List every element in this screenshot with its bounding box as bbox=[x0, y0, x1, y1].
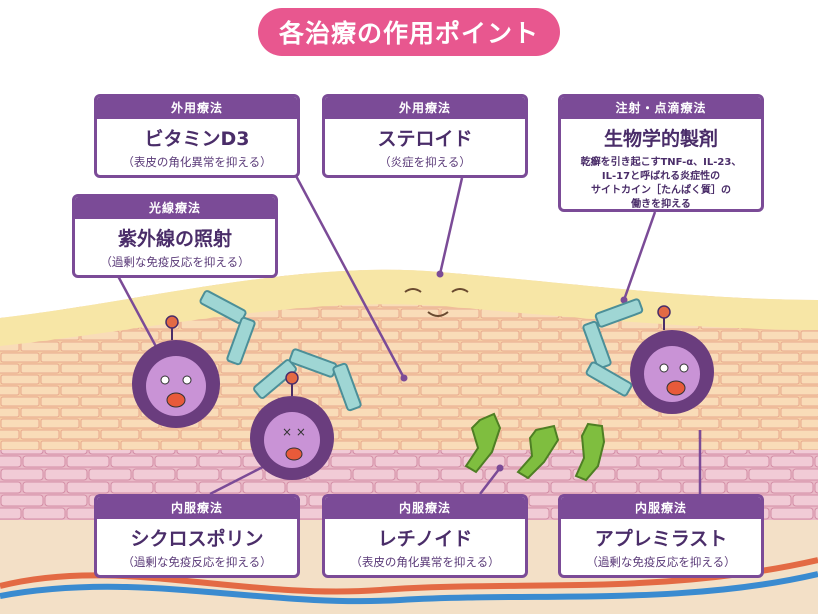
skin-surface-layer bbox=[0, 269, 818, 346]
card-treatment-name: ビタミンD3 bbox=[144, 128, 250, 150]
note-line: サイトカイン［たんぱく質］の bbox=[591, 185, 731, 196]
card-category: 注射・点滴療法 bbox=[561, 97, 761, 119]
card-uv-therapy: 光線療法 紫外線の照射 （過剰な免疫反応を抑える） bbox=[72, 194, 278, 278]
card-treatment-name: 生物学的製剤 bbox=[603, 128, 718, 150]
card-treatment-name: アプレミラスト bbox=[594, 528, 728, 550]
immune-cell-right bbox=[630, 305, 714, 414]
note-line: 働きを抑える bbox=[631, 199, 691, 210]
leader-lines bbox=[116, 173, 702, 496]
card-category: 外用療法 bbox=[325, 97, 525, 119]
card-note: 乾癬を引き起こすTNF-α、IL-23、 IL-17と呼ばれる炎症性の サイトカ… bbox=[561, 156, 761, 210]
svg-text:× ×: × × bbox=[282, 425, 306, 439]
card-biologics: 注射・点滴療法 生物学的製剤 乾癬を引き起こすTNF-α、IL-23、 IL-1… bbox=[558, 94, 764, 212]
card-apremilast: 内服療法 アプレミラスト （過剰な免疫反応を抑える） bbox=[558, 494, 764, 578]
card-treatment-name: 紫外線の照射 bbox=[117, 228, 232, 250]
immune-cell-left bbox=[132, 315, 220, 428]
card-treatment-name: レチノイド bbox=[377, 528, 473, 550]
card-description: （過剰な免疫反応を抑える） bbox=[100, 255, 250, 269]
card-description: （過剰な免疫反応を抑える） bbox=[122, 555, 272, 569]
card-category: 内服療法 bbox=[97, 497, 297, 519]
immune-cell-center: × × bbox=[250, 371, 334, 480]
card-steroid: 外用療法 ステロイド （炎症を抑える） bbox=[322, 94, 528, 178]
card-category: 光線療法 bbox=[75, 197, 275, 219]
card-cyclosporine: 内服療法 シクロスポリン （過剰な免疫反応を抑える） bbox=[94, 494, 300, 578]
cytokine-rods bbox=[199, 290, 644, 412]
card-description: （過剰な免疫反応を抑える） bbox=[586, 555, 736, 569]
card-category: 外用療法 bbox=[97, 97, 297, 119]
note-line: IL-17と呼ばれる炎症性の bbox=[601, 171, 721, 182]
blood-vessel-blue bbox=[0, 571, 818, 605]
card-vitamin-d3: 外用療法 ビタミンD3 （表皮の角化異常を抑える） bbox=[94, 94, 300, 178]
card-treatment-name: ステロイド bbox=[377, 128, 473, 150]
card-category: 内服療法 bbox=[561, 497, 761, 519]
card-treatment-name: シクロスポリン bbox=[130, 528, 264, 550]
card-retinoid: 内服療法 レチノイド （表皮の角化異常を抑える） bbox=[322, 494, 528, 578]
card-category: 内服療法 bbox=[325, 497, 525, 519]
page-title: 各治療の作用ポイント bbox=[258, 8, 560, 56]
skin-smile-face bbox=[404, 288, 469, 317]
card-description: （表皮の角化異常を抑える） bbox=[350, 555, 500, 569]
card-description: （炎症を抑える） bbox=[379, 155, 471, 169]
card-description: （表皮の角化異常を抑える） bbox=[122, 155, 272, 169]
keratinocyte-figures bbox=[464, 412, 606, 482]
note-line: 乾癬を引き起こすTNF-α、IL-23、 bbox=[580, 157, 742, 168]
